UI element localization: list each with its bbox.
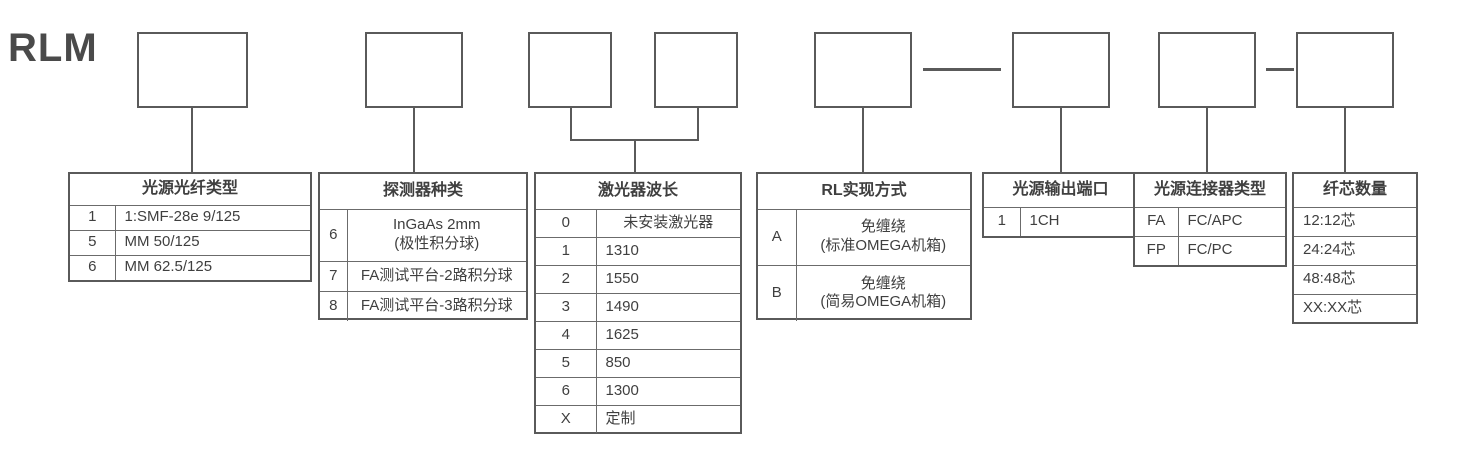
table-row: 0 未安装激光器 <box>536 208 740 238</box>
row-code: 1 <box>984 206 1021 236</box>
connector-connector-type <box>1206 108 1208 172</box>
table-row: 48:48芯 <box>1294 264 1416 295</box>
table-row: 5 850 <box>536 348 740 378</box>
table-row: XX:XX芯 <box>1294 293 1416 323</box>
row-value: InGaAs 2mm (极性积分球) <box>346 208 526 262</box>
connector-laser-left <box>570 108 572 141</box>
row-code: 1 <box>70 204 116 231</box>
row-value: 1490 <box>595 292 740 322</box>
row-value: 12:12芯 <box>1294 206 1416 237</box>
table-header: 纤芯数量 <box>1294 174 1416 208</box>
row-value: 未安装激光器 <box>595 208 740 238</box>
table-header: RL实现方式 <box>758 174 970 210</box>
row-value: MM 50/125 <box>114 229 310 256</box>
row-code: 5 <box>70 229 116 256</box>
connector-fiber-count <box>1344 108 1346 172</box>
row-value: MM 62.5/125 <box>114 254 310 280</box>
connector-rl-method <box>862 108 864 172</box>
code-box-output-port[interactable] <box>1012 32 1110 108</box>
row-value: 1550 <box>595 264 740 294</box>
code-box-detector-type[interactable] <box>365 32 463 108</box>
row-value: 850 <box>595 348 740 378</box>
row-value: FC/PC <box>1177 235 1285 265</box>
row-value: XX:XX芯 <box>1294 293 1416 323</box>
code-box-fiber-count[interactable] <box>1296 32 1394 108</box>
row-value: FC/APC <box>1177 206 1285 237</box>
row-value: FA测试平台-2路积分球 <box>346 260 526 292</box>
table-header: 光源光纤类型 <box>70 174 310 206</box>
code-box-laser-wavelength-1[interactable] <box>528 32 612 108</box>
table-row: X 定制 <box>536 404 740 433</box>
row-value: FA测试平台-3路积分球 <box>346 290 526 321</box>
row-code: 7 <box>320 260 348 292</box>
row-code: 6 <box>536 376 597 406</box>
row-code: 8 <box>320 290 348 321</box>
table-row: 1 1CH <box>984 206 1137 236</box>
code-box-laser-wavelength-2[interactable] <box>654 32 738 108</box>
separator-dash-2 <box>1266 68 1294 71</box>
table-row: 6 MM 62.5/125 <box>70 254 310 280</box>
table-header: 激光器波长 <box>536 174 740 210</box>
row-code: 0 <box>536 208 597 238</box>
row-value: 1625 <box>595 320 740 350</box>
table-header: 探测器种类 <box>320 174 526 210</box>
table-row: A 免缠绕 (标准OMEGA机箱) <box>758 208 970 266</box>
table-fiber-core-count: 纤芯数量 12:12芯 24:24芯 48:48芯 XX:XX芯 <box>1292 172 1418 324</box>
row-value: 1300 <box>595 376 740 406</box>
table-source-fiber-type: 光源光纤类型 1 1:SMF-28e 9/125 5 MM 50/125 6 M… <box>68 172 312 282</box>
row-code: 6 <box>70 254 116 280</box>
table-source-output-port: 光源输出端口 1 1CH <box>982 172 1139 238</box>
row-code: B <box>758 264 797 321</box>
row-code: 4 <box>536 320 597 350</box>
table-detector-type: 探测器种类 6 InGaAs 2mm (极性积分球) 7 FA测试平台-2路积分… <box>318 172 528 321</box>
table-row: 4 1625 <box>536 320 740 350</box>
row-code: A <box>758 208 797 266</box>
connector-laser-right <box>697 108 699 141</box>
row-value: 定制 <box>595 404 740 433</box>
row-value: 1:SMF-28e 9/125 <box>114 204 310 231</box>
row-code: 5 <box>536 348 597 378</box>
row-code: X <box>536 404 597 433</box>
row-code: 6 <box>320 208 348 262</box>
connector-detector-type <box>413 108 415 172</box>
row-value: 1310 <box>595 236 740 266</box>
row-code: 1 <box>536 236 597 266</box>
row-code: 3 <box>536 292 597 322</box>
table-row: 8 FA测试平台-3路积分球 <box>320 290 526 321</box>
row-code: FP <box>1135 235 1179 265</box>
code-box-connector-type[interactable] <box>1158 32 1256 108</box>
table-header: 光源输出端口 <box>984 174 1137 208</box>
table-row: 7 FA测试平台-2路积分球 <box>320 260 526 292</box>
table-row: 6 InGaAs 2mm (极性积分球) <box>320 208 526 262</box>
row-value: 免缠绕 (标准OMEGA机箱) <box>795 208 970 266</box>
table-laser-wavelength: 激光器波长 0 未安装激光器 1 1310 2 1550 3 1490 4 16… <box>534 172 742 434</box>
table-rl-method: RL实现方式 A 免缠绕 (标准OMEGA机箱) B 免缠绕 (简易OMEGA机… <box>756 172 972 321</box>
table-row: FA FC/APC <box>1135 206 1285 237</box>
table-row: 12:12芯 <box>1294 206 1416 237</box>
table-row: 5 MM 50/125 <box>70 229 310 256</box>
code-box-rl-method[interactable] <box>814 32 912 108</box>
row-value: 48:48芯 <box>1294 264 1416 295</box>
table-row: 1 1310 <box>536 236 740 266</box>
table-row: 2 1550 <box>536 264 740 294</box>
row-value: 免缠绕 (简易OMEGA机箱) <box>795 264 970 321</box>
table-source-connector-type: 光源连接器类型 FA FC/APC FP FC/PC <box>1133 172 1287 267</box>
connector-laser-stem <box>634 139 636 172</box>
connector-output-port <box>1060 108 1062 172</box>
row-value: 24:24芯 <box>1294 235 1416 266</box>
table-row: B 免缠绕 (简易OMEGA机箱) <box>758 264 970 321</box>
table-row: 6 1300 <box>536 376 740 406</box>
page-title: RLM <box>8 26 98 70</box>
row-value: 1CH <box>1019 206 1137 236</box>
table-row: 1 1:SMF-28e 9/125 <box>70 204 310 231</box>
table-row: FP FC/PC <box>1135 235 1285 265</box>
table-header: 光源连接器类型 <box>1135 174 1285 208</box>
connector-fiber-type <box>191 108 193 172</box>
code-box-fiber-type[interactable] <box>137 32 248 108</box>
table-row: 3 1490 <box>536 292 740 322</box>
row-code: FA <box>1135 206 1179 237</box>
table-row: 24:24芯 <box>1294 235 1416 266</box>
row-code: 2 <box>536 264 597 294</box>
separator-dash-1 <box>923 68 1001 71</box>
